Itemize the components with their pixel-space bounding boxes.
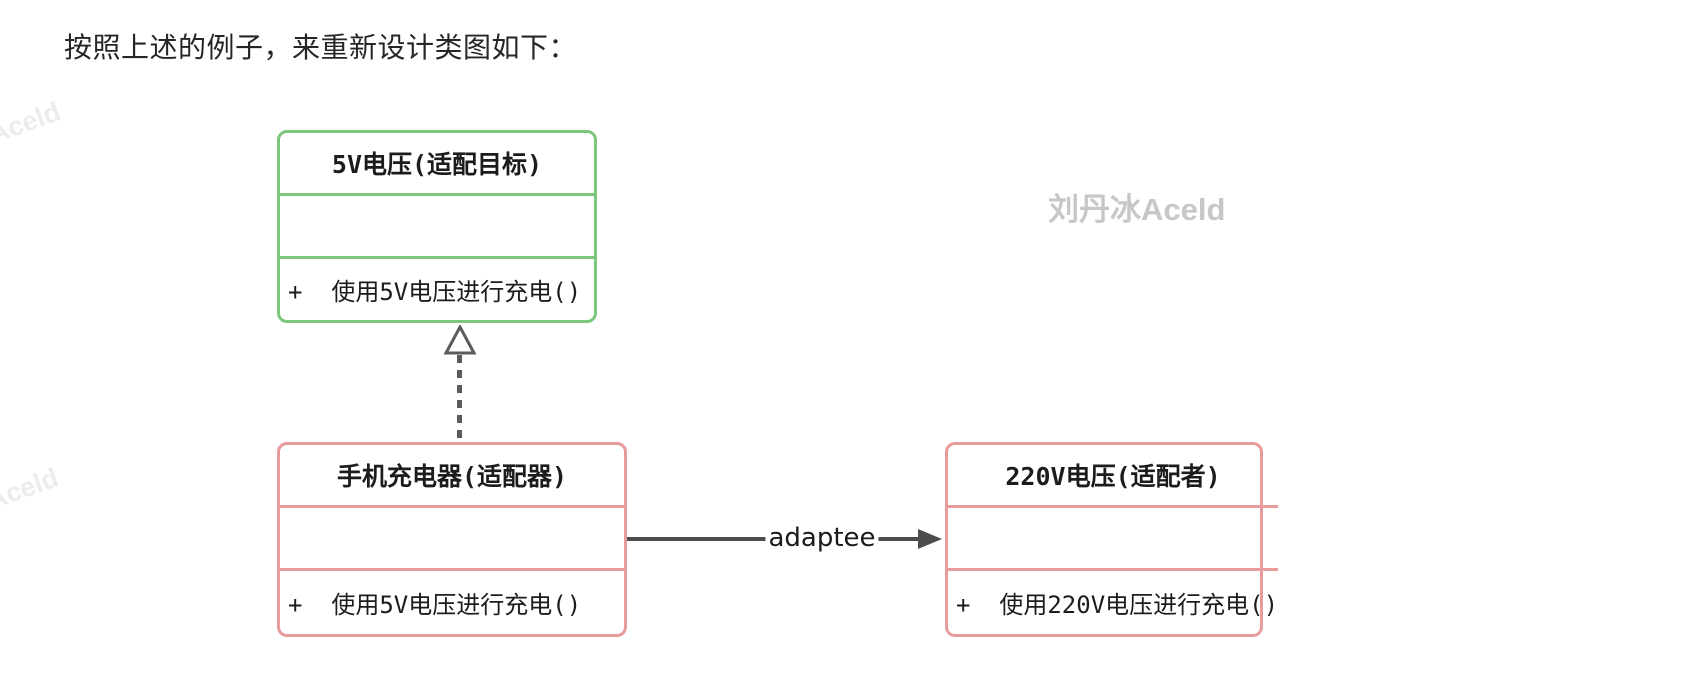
class-title-adaptee: 220V电压(适配者)	[1005, 462, 1221, 491]
realization-dashed-line	[457, 355, 462, 442]
class-title-target: 5V电压(适配目标)	[331, 150, 543, 179]
watermark-aceld-top-left: Aceld	[0, 96, 65, 150]
class-methods-adapter: + 使用5V电压进行充电()	[288, 591, 582, 619]
class-box-target: 5V电压(适配目标) + 使用5V电压进行充电()	[277, 130, 597, 323]
class-box-adaptee: 220V电压(适配者) + 使用220V电压进行充电()	[945, 442, 1279, 637]
page-title: 按照上述的例子，来重新设计类图如下：	[64, 32, 578, 63]
hollow-triangle-arrowhead-icon	[444, 325, 476, 355]
filled-arrowhead-icon	[918, 529, 942, 549]
watermark-aceld-mid-left: Aceld	[0, 462, 63, 516]
class-methods-target: + 使用5V电压进行充电()	[288, 278, 582, 306]
class-attributes-target	[280, 193, 594, 259]
class-methods-adaptee: + 使用220V电压进行充电()	[956, 591, 1279, 619]
class-attributes-adaptee	[948, 505, 1279, 571]
class-attributes-adapter	[280, 505, 624, 571]
association-label: adaptee	[765, 523, 879, 553]
association-arrow: adaptee	[627, 520, 942, 558]
class-title-adapter: 手机充电器(适配器)	[336, 462, 568, 491]
class-box-adapter: 手机充电器(适配器) + 使用5V电压进行充电()	[277, 442, 627, 637]
watermark-author: 刘丹冰Aceld	[1048, 192, 1226, 227]
